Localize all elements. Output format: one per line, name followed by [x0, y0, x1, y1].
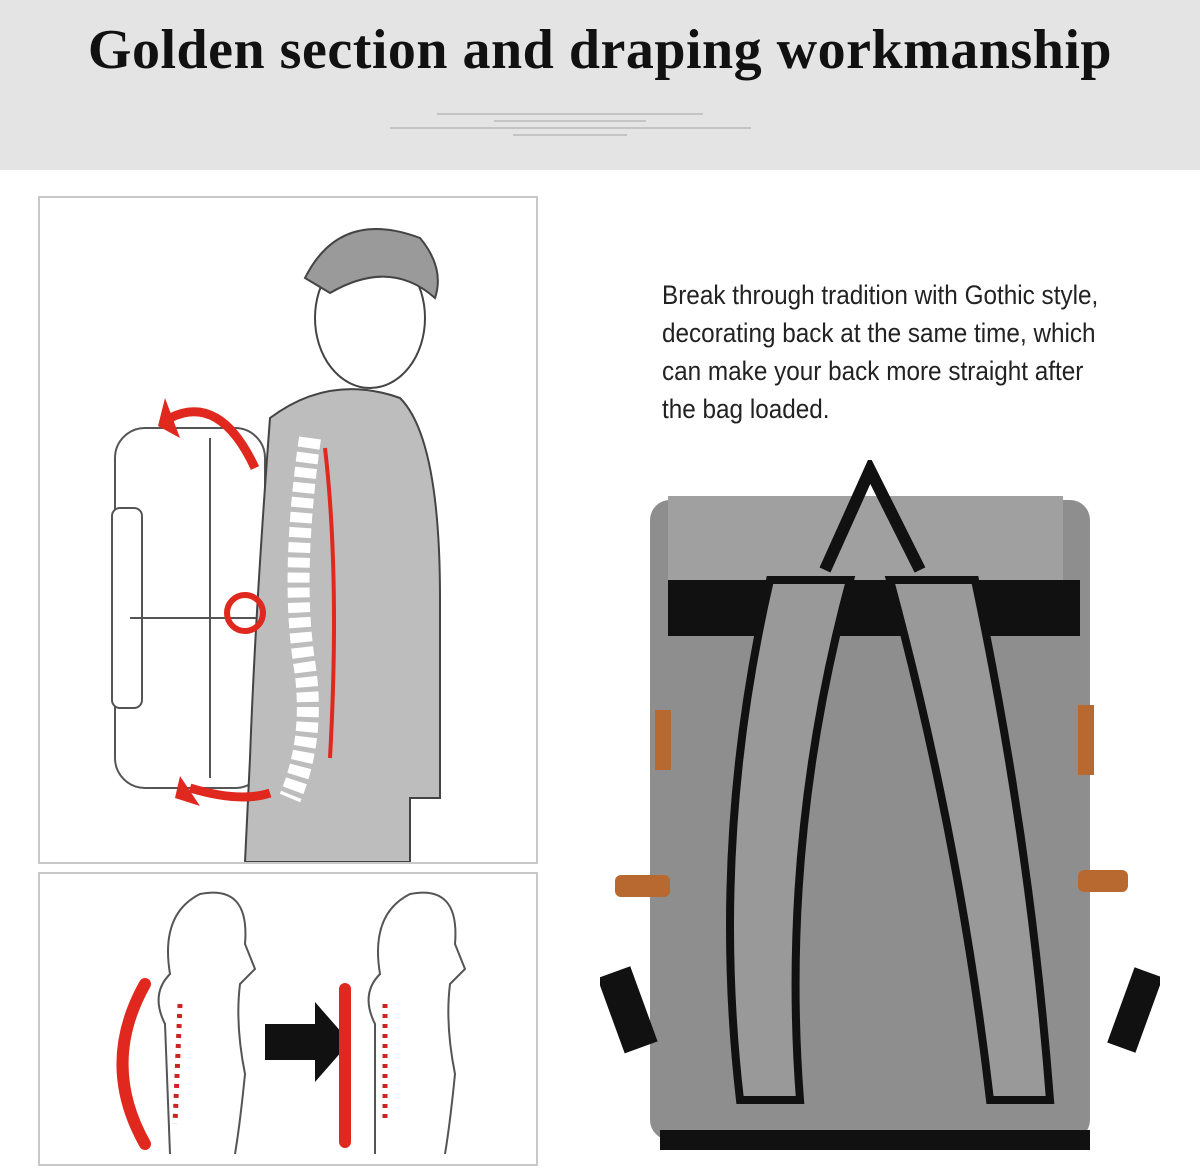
product-description: Break through tradition with Gothic styl… [662, 280, 1099, 424]
header-banner: Golden section and draping workmanship [0, 0, 1200, 170]
backpack-photo [597, 456, 1163, 1160]
spine-comparison-panel [38, 872, 538, 1166]
posture-illustration-panel [38, 196, 538, 864]
spine-comparison-illustration [116, 891, 467, 1155]
arrow-right-icon [265, 1002, 350, 1082]
backpack-illustration [597, 456, 1163, 1150]
page-title: Golden section and draping workmanship [87, 19, 1113, 81]
fine-print-decoration [380, 108, 760, 138]
man-with-backpack-illustration [111, 228, 441, 863]
